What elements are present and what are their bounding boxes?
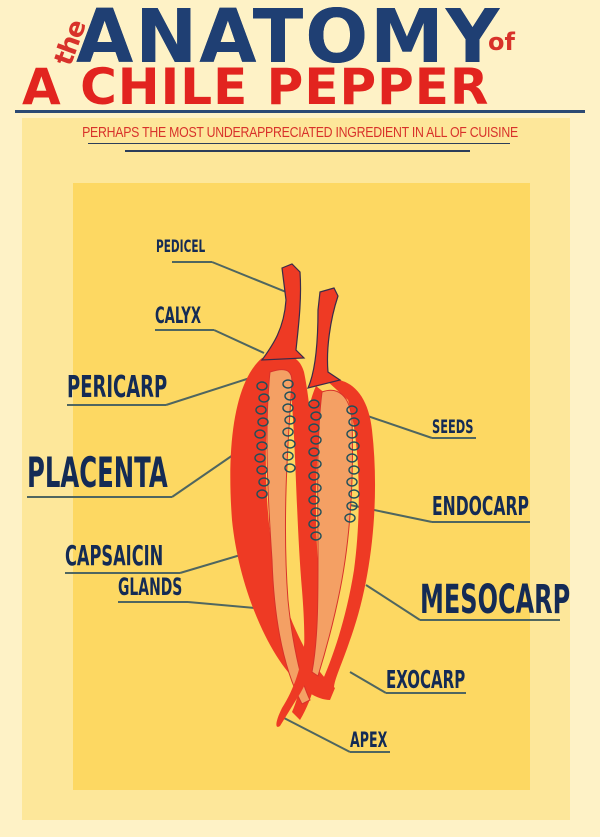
title-subject: A CHILE PEPPER	[22, 58, 490, 116]
title-anatomy: ANATOMY	[76, 0, 502, 80]
label-endocarp: ENDOCARP	[432, 492, 529, 522]
title-divider	[15, 110, 585, 113]
label-calyx: CALYX	[155, 304, 201, 329]
label-seeds: SEEDS	[432, 416, 474, 438]
title-band	[0, 0, 600, 118]
label-pericarp: PERICARP	[67, 370, 168, 405]
subtitle-underline	[88, 143, 510, 144]
label-exocarp: EXOCARP	[386, 665, 466, 694]
title-of: of	[488, 28, 515, 56]
label-glands: GLANDS	[118, 573, 183, 601]
subtitle: PERHAPS THE MOST UNDERAPPRECIATED INGRED…	[82, 124, 518, 141]
seeds	[254, 379, 360, 541]
subtitle-underline-2	[125, 150, 470, 152]
label-placenta: PLACENTA	[27, 448, 168, 497]
label-mesocarp: MESOCARP	[420, 577, 571, 623]
label-capsaicin: CAPSAICIN	[65, 539, 164, 572]
label-pedicel: PEDICEL	[156, 237, 206, 257]
label-apex: APEX	[350, 728, 388, 752]
